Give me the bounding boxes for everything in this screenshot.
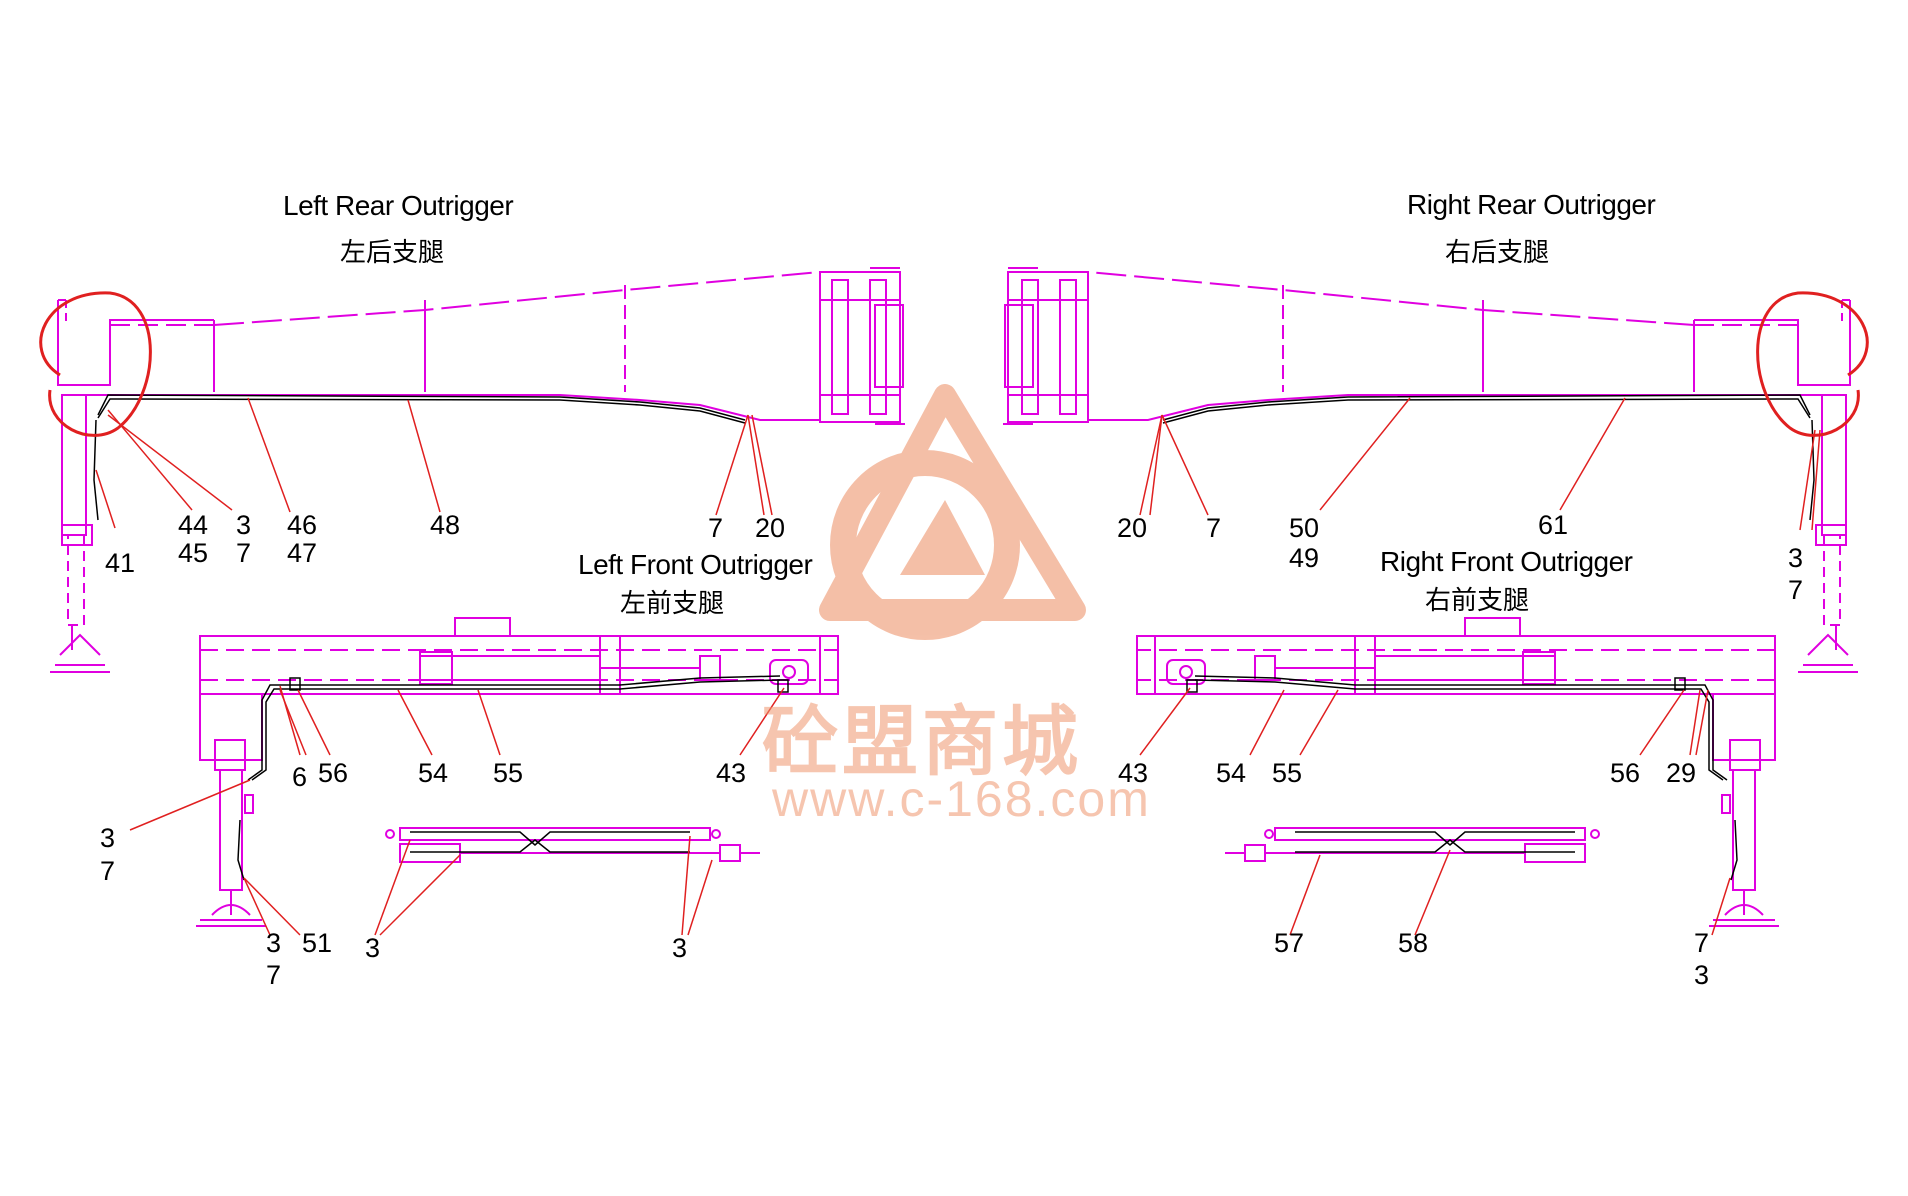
callout-label: 46	[287, 510, 318, 540]
right-front-cylinder-hose	[1295, 831, 1575, 853]
callout-label: 48	[430, 510, 461, 540]
left-rear-leaders	[95, 397, 773, 529]
callout-label: 3	[100, 823, 116, 853]
left-rear-highlight-circle	[39, 291, 152, 437]
left-rear-hose	[93, 394, 746, 521]
right-front-cylinder-detail	[1225, 827, 1600, 863]
right-front-title: Right Front Outrigger	[1380, 546, 1633, 577]
callout-label: 7	[266, 960, 282, 990]
callout-label: 29	[1666, 758, 1697, 788]
callout-label: 20	[1117, 513, 1148, 543]
callout-label: 3	[236, 510, 252, 540]
right-front-title-cn: 右前支腿	[1425, 586, 1530, 616]
callout-label: 51	[302, 928, 333, 958]
left-rear-title: Left Rear Outrigger	[283, 190, 514, 221]
callout-label: 6	[292, 762, 308, 792]
right-rear-outrigger-drawing	[1003, 267, 1858, 673]
right-rear-highlight-circle	[1756, 291, 1869, 437]
left-front-leaders	[129, 685, 785, 936]
left-front-cylinder-detail	[385, 827, 760, 863]
callout-label: 7	[1788, 575, 1804, 605]
callout-label: 7	[1694, 928, 1710, 958]
callout-label: 7	[236, 538, 252, 568]
callout-label: 3	[365, 933, 381, 963]
callout-label: 50	[1289, 513, 1320, 543]
left-front-hose	[237, 675, 789, 881]
callout-label: 43	[716, 758, 747, 788]
callout-label: 7	[708, 513, 724, 543]
right-front-cylinder-leaders	[1289, 849, 1451, 936]
callout-label: 57	[1274, 928, 1305, 958]
left-front-title-cn: 左前支腿	[620, 589, 725, 619]
right-rear-hose	[1162, 394, 1815, 521]
watermark-url: www.c-168.com	[772, 771, 1151, 827]
right-front-leaders	[1139, 687, 1731, 936]
left-rear-title-cn: 左后支腿	[340, 238, 445, 268]
callout-label: 56	[1610, 758, 1641, 788]
right-rear-leaders	[1139, 397, 1821, 531]
callout-label: 44	[178, 510, 209, 540]
watermark-logo	[819, 384, 1086, 640]
right-front-outrigger-drawing	[1136, 617, 1779, 927]
callout-label: 49	[1289, 543, 1320, 573]
callout-label: 3	[1788, 543, 1804, 573]
callout-label: 55	[1272, 758, 1303, 788]
watermark-text: 砼盟商城	[762, 697, 1082, 786]
callout-label: 56	[318, 758, 349, 788]
callout-label: 54	[418, 758, 449, 788]
left-front-title: Left Front Outrigger	[578, 549, 813, 580]
left-front-cylinder-hose	[410, 831, 690, 853]
callout-label: 54	[1216, 758, 1247, 788]
callout-label: 45	[178, 538, 209, 568]
callout-label: 43	[1118, 758, 1149, 788]
callout-label: 7	[1206, 513, 1222, 543]
callout-label: 47	[287, 538, 318, 568]
callout-label: 3	[672, 933, 688, 963]
left-front-cylinder-leaders	[374, 835, 713, 936]
right-front-hose	[1186, 675, 1738, 881]
right-rear-title-cn: 右后支腿	[1445, 238, 1550, 268]
callout-label: 3	[266, 928, 282, 958]
callout-label: 55	[493, 758, 524, 788]
callout-label: 7	[100, 856, 116, 886]
callout-label: 3	[1694, 960, 1710, 990]
callout-label: 61	[1538, 510, 1569, 540]
right-rear-title: Right Rear Outrigger	[1407, 189, 1656, 220]
callout-label: 41	[105, 548, 136, 578]
left-rear-outrigger-drawing	[50, 267, 905, 673]
callout-label: 20	[755, 513, 786, 543]
callout-label: 58	[1398, 928, 1429, 958]
